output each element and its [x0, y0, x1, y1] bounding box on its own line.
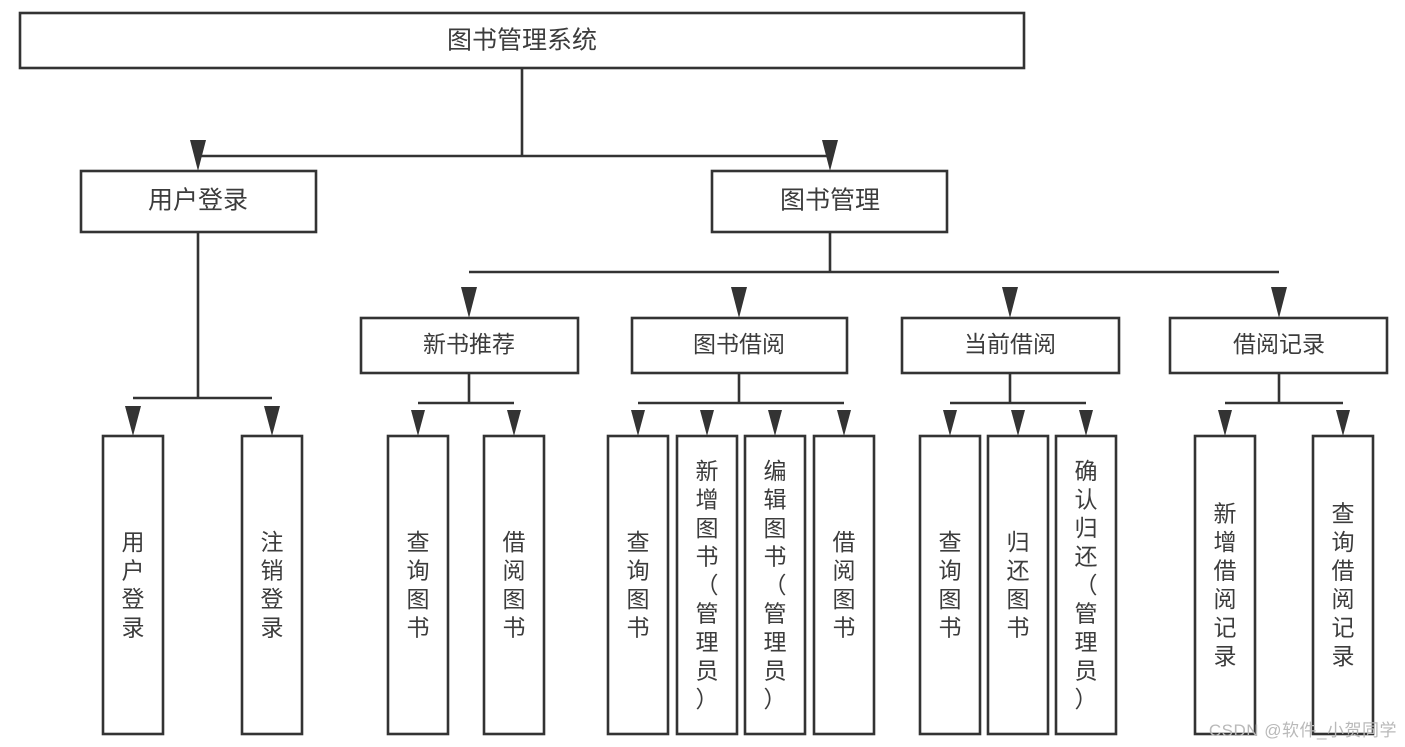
node-book-borrow[interactable]: 图书借阅 — [630, 316, 849, 375]
node-leaf-logout-login[interactable]: 注销登录 — [240, 434, 304, 736]
node-leaf-logout-login-box[interactable] — [240, 434, 304, 736]
node-leaf-user-login-label: 用户登录 — [122, 529, 145, 641]
node-leaf-return-book-label: 归还图书 — [1007, 529, 1030, 641]
arrow-head-leaf-add-borrow-record — [1218, 410, 1232, 436]
arrow-head-leaf-user-login — [125, 406, 141, 436]
arrow-head-user-login — [190, 140, 206, 171]
node-leaf-query-borrow-record-box[interactable] — [1311, 434, 1375, 736]
node-leaf-query-book-3-label: 查询图书 — [939, 529, 962, 641]
node-borrow-record[interactable]: 借阅记录 — [1168, 316, 1389, 375]
node-leaf-query-book-2-label: 查询图书 — [627, 529, 650, 641]
arrow-head-book-manage — [822, 140, 838, 171]
node-new-book-recommend-label: 新书推荐 — [423, 331, 515, 357]
node-leaf-borrow-book-1-box[interactable] — [482, 434, 546, 736]
node-leaf-add-borrow-record-label: 新增借阅记录 — [1214, 501, 1237, 670]
node-new-book-recommend[interactable]: 新书推荐 — [359, 316, 580, 375]
node-leaf-query-book-1[interactable]: 查询图书 — [386, 434, 450, 736]
node-leaf-borrow-book-2-box[interactable] — [812, 434, 876, 736]
node-leaf-query-book-2[interactable]: 查询图书 — [606, 434, 670, 736]
node-leaf-user-login[interactable]: 用户登录 — [101, 434, 165, 736]
node-leaf-borrow-book-2-label: 借阅图书 — [833, 529, 856, 641]
arrow-head-current-borrow — [1002, 287, 1018, 318]
node-leaf-borrow-book-1[interactable]: 借阅图书 — [482, 434, 546, 736]
node-leaf-add-book-admin-label: 新增图书（管理员） — [696, 458, 719, 712]
arrow-head-leaf-query-borrow-record — [1336, 410, 1350, 436]
leaf-node-layer: 用户登录 注销登录 查询图书 借阅图书 查询图书 新增图书（管理员） 编辑图书（管理员） 借阅… — [101, 434, 1375, 736]
arrow-head-book-borrow — [731, 287, 747, 318]
node-current-borrow-label: 当前借阅 — [964, 331, 1056, 357]
node-leaf-borrow-book-1-label: 借阅图书 — [503, 529, 526, 641]
node-user-login-box[interactable] — [79, 169, 318, 234]
node-root-box[interactable] — [18, 11, 1026, 70]
arrow-head-leaf-add-book-admin — [700, 410, 714, 436]
node-user-login-label: 用户登录 — [148, 187, 248, 215]
arrow-head-leaf-confirm-return-admin — [1079, 410, 1093, 436]
node-leaf-return-book-box[interactable] — [986, 434, 1050, 736]
node-leaf-query-book-2-box[interactable] — [606, 434, 670, 736]
node-book-manage-box[interactable] — [710, 169, 949, 234]
node-leaf-confirm-return-admin-label: 确认归还（管理员） — [1075, 458, 1098, 712]
arrow-head-borrow-record — [1271, 287, 1287, 318]
arrow-head-leaf-query-book-2 — [631, 410, 645, 436]
node-new-book-recommend-box[interactable] — [359, 316, 580, 375]
node-leaf-edit-book-admin[interactable]: 编辑图书（管理员） — [743, 434, 807, 736]
arrow-head-leaf-query-book-3 — [943, 410, 957, 436]
node-leaf-logout-login-label: 注销登录 — [261, 529, 284, 641]
node-root-label: 图书管理系统 — [447, 27, 597, 55]
node-book-manage-label: 图书管理 — [780, 187, 880, 215]
node-leaf-add-book-admin-box[interactable] — [675, 434, 739, 736]
node-leaf-edit-book-admin-label: 编辑图书（管理员） — [764, 458, 787, 712]
arrow-head-leaf-logout-login — [264, 406, 280, 436]
node-leaf-add-borrow-record-box[interactable] — [1193, 434, 1257, 736]
node-book-borrow-box[interactable] — [630, 316, 849, 375]
node-leaf-query-borrow-record-label: 查询借阅记录 — [1332, 501, 1355, 670]
node-leaf-add-borrow-record[interactable]: 新增借阅记录 — [1193, 434, 1257, 736]
node-leaf-borrow-book-2[interactable]: 借阅图书 — [812, 434, 876, 736]
node-leaf-confirm-return-admin[interactable]: 确认归还（管理员） — [1054, 434, 1118, 736]
node-borrow-record-box[interactable] — [1168, 316, 1389, 375]
arrow-head-leaf-borrow-book-2 — [837, 410, 851, 436]
node-leaf-query-book-1-label: 查询图书 — [407, 529, 430, 641]
arrow-head-new-book-recommend — [461, 287, 477, 318]
node-leaf-query-book-3[interactable]: 查询图书 — [918, 434, 982, 736]
node-leaf-query-borrow-record[interactable]: 查询借阅记录 — [1311, 434, 1375, 736]
node-borrow-record-label: 借阅记录 — [1233, 331, 1325, 357]
node-current-borrow[interactable]: 当前借阅 — [900, 316, 1121, 375]
node-current-borrow-box[interactable] — [900, 316, 1121, 375]
node-leaf-return-book[interactable]: 归还图书 — [986, 434, 1050, 736]
arrow-head-leaf-edit-book-admin — [768, 410, 782, 436]
node-leaf-query-book-1-box[interactable] — [386, 434, 450, 736]
node-user-login[interactable]: 用户登录 — [79, 169, 318, 234]
arrow-head-leaf-borrow-book-1 — [507, 410, 521, 436]
node-leaf-edit-book-admin-box[interactable] — [743, 434, 807, 736]
arrow-head-leaf-return-book — [1011, 410, 1025, 436]
node-book-borrow-label: 图书借阅 — [693, 331, 785, 357]
connector-group — [125, 68, 1350, 436]
node-leaf-confirm-return-admin-box[interactable] — [1054, 434, 1118, 736]
node-leaf-user-login-box[interactable] — [101, 434, 165, 736]
node-leaf-query-book-3-box[interactable] — [918, 434, 982, 736]
node-root[interactable]: 图书管理系统 — [18, 11, 1026, 70]
node-book-manage[interactable]: 图书管理 — [710, 169, 949, 234]
arrow-head-leaf-query-book-1 — [411, 410, 425, 436]
csdn-watermark: CSDN @软件_小贺同学 — [1208, 721, 1397, 740]
node-leaf-add-book-admin[interactable]: 新增图书（管理员） — [675, 434, 739, 736]
